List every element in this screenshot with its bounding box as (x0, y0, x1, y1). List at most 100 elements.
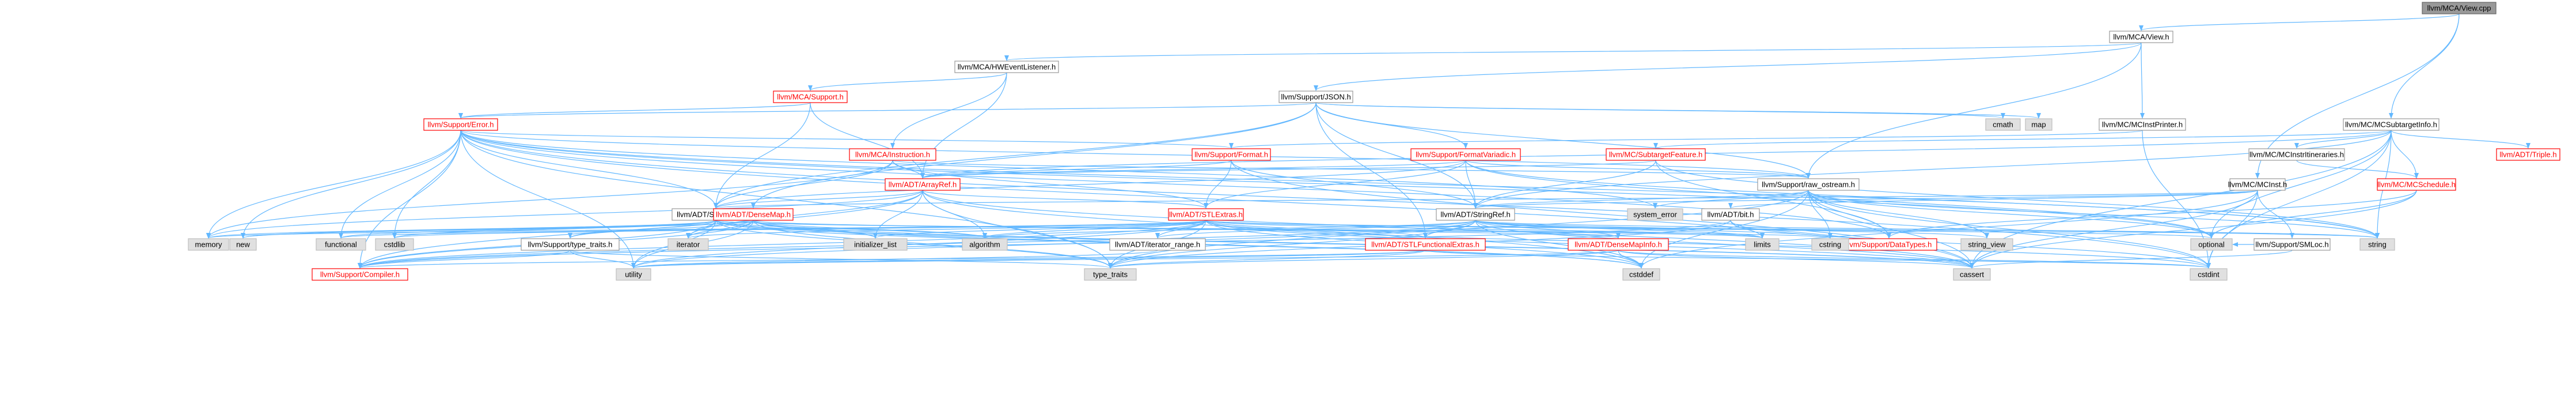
node-initializer-list: initializer_list (843, 238, 908, 251)
node-box (885, 178, 961, 191)
edge-adt_bit-to-support_compiler (358, 220, 1731, 269)
edge-mc_subtarget_info-to-adt_string_ref (1473, 130, 2392, 209)
node-cassert: cassert (1953, 268, 1991, 281)
node-map: map (2025, 118, 2053, 131)
edge-adt_stl_extras-to-algorithm (982, 220, 1207, 239)
node-support-error[interactable]: llvm/Support/Error.h (423, 118, 498, 131)
node-memory: memory (188, 238, 229, 251)
node-box (1436, 208, 1515, 221)
node-adt-array-ref[interactable]: llvm/ADT/ArrayRef.h (885, 178, 961, 191)
node-label: utility (625, 270, 642, 278)
edge-adt_stl_extras-to-initializer_list (873, 220, 1207, 239)
node-label: optional (2198, 240, 2225, 248)
node-mc-subtarget-info[interactable]: llvm/MC/MCSubtargetInfo.h (2343, 118, 2440, 131)
node-hw-event-listener[interactable]: llvm/MCA/HWEventListener.h (954, 61, 1059, 73)
node-mca-instruction[interactable]: llvm/MCA/Instruction.h (849, 148, 936, 161)
edge-adt_array_ref-to-type_traits (922, 190, 1113, 269)
node-box (1109, 238, 1206, 251)
edge-hw_event_listener-to-mca_instruction (890, 72, 1007, 149)
edge-root-to-mca_view (2139, 13, 2460, 31)
edge-support_error-to-support_raw_ostream (460, 130, 1811, 179)
edge-adt_string_ref-to-algorithm (982, 220, 1476, 239)
node-box (2343, 118, 2440, 131)
node-label: llvm/ADT/iterator_range.h (1115, 240, 1200, 248)
node-adt-stl-extras[interactable]: llvm/ADT/STLExtras.h (1168, 208, 1244, 221)
node-adt-stl-functional-extras[interactable]: llvm/ADT/STLFunctionalExtras.h (1365, 238, 1486, 251)
node-label: limits (1754, 240, 1771, 248)
node-adt-triple[interactable]: llvm/ADT/Triple.h (2496, 148, 2560, 161)
node-label: llvm/Support/raw_ostream.h (1762, 180, 1855, 189)
node-label: cstdlib (384, 240, 405, 248)
edge-mca_view-to-mc_inst_printer (2139, 42, 2145, 119)
node-box (1745, 238, 1780, 251)
edge-adt_string_ref-to-adt_dense_map_info (1475, 220, 1621, 239)
node-box (962, 238, 1008, 251)
node-label: string (2368, 240, 2387, 248)
edge-support_format_variadic-to-string (1465, 160, 2380, 239)
node-adt-string-ref[interactable]: llvm/ADT/StringRef.h (1436, 208, 1515, 221)
edge-support_json-to-adt_string_ref (1315, 102, 1478, 209)
node-mca-view[interactable]: llvm/MCA/View.h (2109, 31, 2173, 43)
edge-support_json-to-adt_small_vector (714, 102, 1317, 209)
node-mc-inst[interactable]: llvm/MC/MCInst.h (2228, 178, 2287, 191)
node-utility: utility (616, 268, 651, 281)
edge-mca_instruction-to-support_raw_ostream (892, 160, 1811, 179)
node-adt-iterator-range[interactable]: llvm/ADT/iterator_range.h (1109, 238, 1206, 251)
node-cstring: cstring (1811, 238, 1849, 251)
node-box (1622, 268, 1660, 281)
edge-mc_subtarget_info-to-mc_subtarget_feature (1653, 130, 2392, 149)
node-support-compiler[interactable]: llvm/Support/Compiler.h (312, 268, 408, 281)
edge-adt_dense_map-to-adt_dense_map_info (753, 220, 1621, 239)
node-label: cassert (1960, 270, 1984, 278)
node-support-format[interactable]: llvm/Support/Format.h (1192, 148, 1271, 161)
node-label: llvm/ADT/Triple.h (2499, 150, 2556, 159)
node-label: llvm/Support/FormatVariadic.h (1416, 150, 1516, 159)
node-box (2248, 148, 2345, 161)
node-type-traits: type_traits (1084, 268, 1137, 281)
edge-support_format-to-adt_array_ref (920, 160, 1232, 179)
node-box (713, 208, 794, 221)
node-support-raw-ostream[interactable]: llvm/Support/raw_ostream.h (1757, 178, 1860, 191)
node-label: type_traits (1093, 270, 1128, 278)
edge-adt_stl_extras-to-string (1205, 220, 2379, 239)
node-adt-dense-map[interactable]: llvm/ADT/DenseMap.h (713, 208, 794, 221)
edge-support_error-to-system_error (460, 130, 1657, 209)
node-mc-instr-itineraries[interactable]: llvm/MC/MCInstrItineraries.h (2248, 148, 2345, 161)
edge-adt_dense_map_info-to-cstdint (1618, 250, 2211, 269)
node-label: llvm/Support/DataTypes.h (1846, 240, 1932, 248)
node-root[interactable]: llvm/MCA/View.cpp (2422, 2, 2497, 14)
node-mc-schedule[interactable]: llvm/MC/MCSchedule.h (2377, 178, 2456, 191)
node-support-format-variadic[interactable]: llvm/Support/FormatVariadic.h (1410, 148, 1521, 161)
node-label: cstdint (2198, 270, 2220, 278)
edge-mca_instruction-to-memory (206, 160, 893, 239)
node-box (1811, 238, 1849, 251)
node-box (1278, 91, 1353, 103)
node-label: iterator (677, 240, 700, 248)
node-label: llvm/MCA/View.cpp (2427, 3, 2491, 12)
edges-layer (206, 13, 2531, 269)
node-support-json[interactable]: llvm/Support/JSON.h (1278, 91, 1353, 103)
node-mc-inst-printer[interactable]: llvm/MC/MCInstPrinter.h (2099, 118, 2186, 131)
node-adt-dense-map-info[interactable]: llvm/ADT/DenseMapInfo.h (1568, 238, 1669, 251)
edge-support_type_traits-to-utility (570, 250, 636, 269)
node-box (1985, 118, 2021, 131)
node-label: llvm/ADT/STLExtras.h (1169, 210, 1243, 219)
edge-support_type_traits-to-type_traits (570, 250, 1113, 269)
node-adt-bit[interactable]: llvm/ADT/bit.h (1701, 208, 1760, 221)
node-box (1701, 208, 1760, 221)
node-support-data-types[interactable]: llvm/Support/DataTypes.h (1841, 238, 1937, 251)
edge-adt_string_ref-to-limits (1475, 220, 1765, 239)
edge-mca_view-to-hw_event_listener (1005, 42, 2142, 61)
edge-adt_string_ref-to-adt_iterator_range (1155, 220, 1476, 239)
node-support-type-traits[interactable]: llvm/Support/type_traits.h (521, 238, 620, 251)
node-support-smloc[interactable]: llvm/Support/SMLoc.h (2253, 238, 2331, 251)
node-box (667, 238, 709, 251)
node-box (1757, 178, 1860, 191)
edge-support_raw_ostream-to-support_data_types (1808, 190, 1891, 239)
node-mc-subtarget-feature[interactable]: llvm/MC/SubtargetFeature.h (1606, 148, 1706, 161)
node-mca-support[interactable]: llvm/MCA/Support.h (773, 91, 848, 103)
node-box (2496, 148, 2560, 161)
node-box (1084, 268, 1137, 281)
edge-adt_array_ref-to-adt_small_vector (714, 190, 923, 209)
node-functional: functional (316, 238, 366, 251)
